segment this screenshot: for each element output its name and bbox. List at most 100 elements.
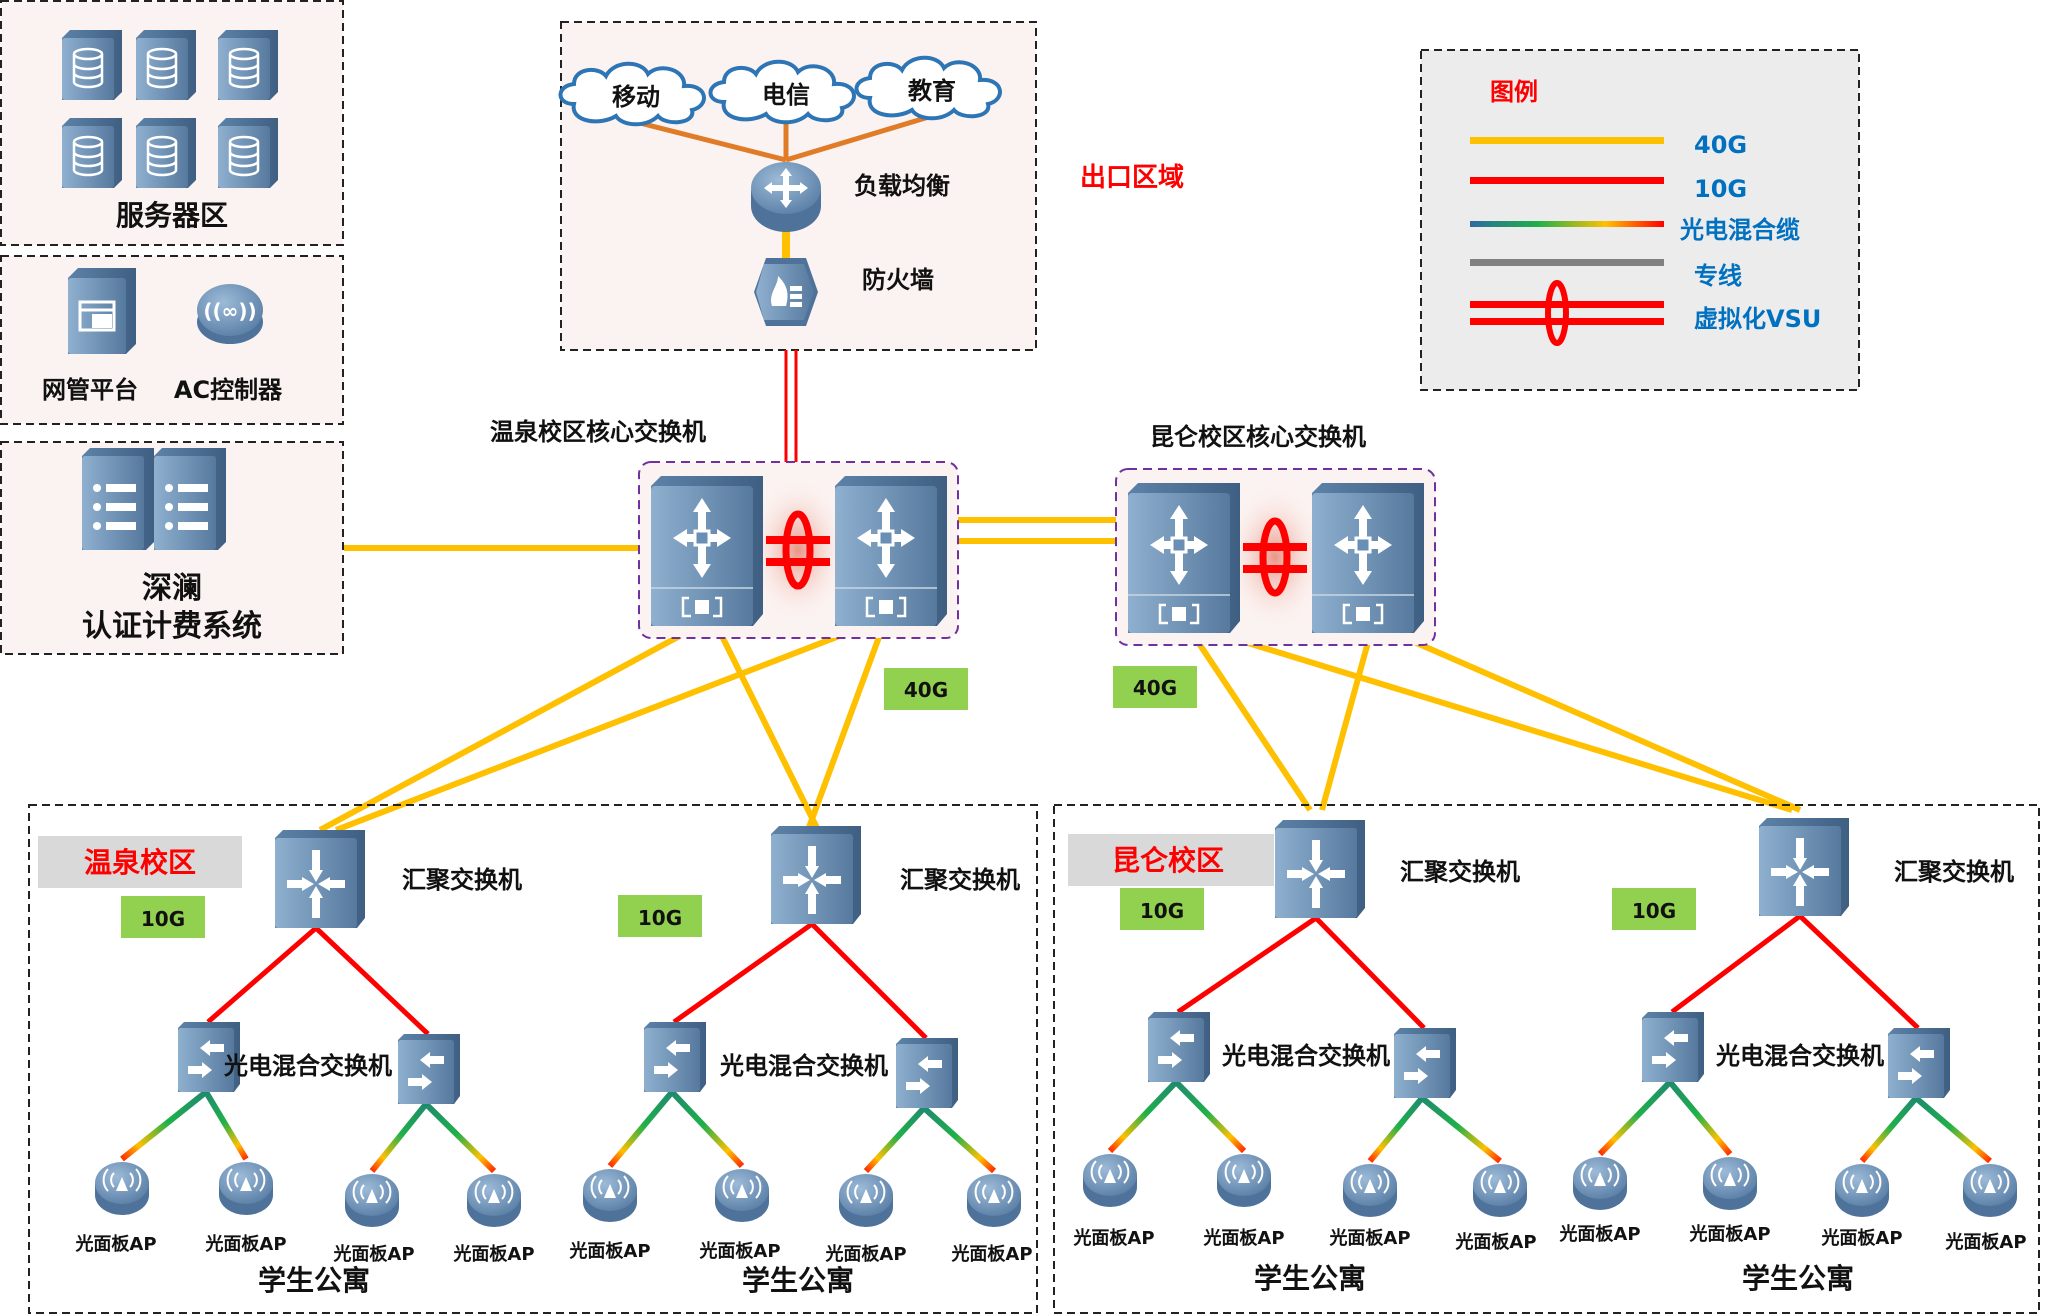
- hybrid-switch-icon: [896, 1038, 958, 1108]
- isp-cloud-icon: 教育: [854, 55, 1002, 121]
- database-server-icon: [218, 30, 278, 100]
- core-interconnect-link: [958, 517, 1116, 544]
- isp-cloud-icon: 移动: [558, 61, 706, 127]
- hybrid-cable-link: [1914, 1095, 1992, 1164]
- access-point-icon: [1573, 1157, 1627, 1210]
- server-zone-label: 服务器区: [116, 199, 228, 232]
- access-point-label: 光面板AP: [1558, 1223, 1640, 1245]
- core-badge-left: [884, 668, 968, 710]
- isp-label: 电信: [762, 81, 810, 109]
- hybrid-switch-label: 光电混合交换机: [223, 1052, 392, 1080]
- access-point-icon: [1703, 1157, 1757, 1210]
- ac-controller-label: AC控制器: [174, 376, 283, 404]
- legend-title: 图例: [1490, 78, 1538, 106]
- hybrid-cable-link: [921, 1105, 997, 1174]
- access-point-label: 光面板AP: [1820, 1227, 1902, 1249]
- kunlun-core-switch-group: [1115, 468, 1436, 646]
- access-point-label: 光面板AP: [452, 1243, 534, 1265]
- link-speed-badge: [618, 895, 702, 937]
- management-zone: ((∞)) 网管平台 AC控制器: [0, 255, 344, 425]
- wenquan-region-label: 温泉校区: [84, 846, 196, 879]
- dormitory-label: 学生公寓: [258, 1264, 370, 1297]
- kunlun-core-label: 昆仑校区核心交换机: [1150, 423, 1366, 451]
- core-switch-icon: [835, 476, 947, 626]
- link-10g: [810, 922, 928, 1040]
- hybrid-cable-link: [1597, 1079, 1673, 1157]
- isp-cloud-icon: 电信: [708, 59, 856, 125]
- access-point-icon: [1343, 1164, 1397, 1217]
- load-balancer-icon: [751, 162, 821, 232]
- hybrid-cable-link: [203, 1090, 249, 1161]
- hybrid-cable-link: [607, 1090, 675, 1168]
- aggregation-switch-icon: [275, 830, 365, 928]
- hybrid-switch-label: 光电混合交换机: [1715, 1042, 1884, 1070]
- auth-system-subtitle: 认证计费系统: [82, 609, 262, 644]
- legend-swatch-10g: [1470, 177, 1664, 184]
- dormitory-label: 学生公寓: [742, 1264, 854, 1297]
- nms-server-icon: [68, 268, 136, 354]
- link-10g: [1670, 914, 1802, 1014]
- legend-swatch-hybrid-cable: [1470, 221, 1664, 227]
- wenquan-region-tag: [38, 836, 242, 888]
- access-point-icon: [839, 1174, 893, 1227]
- firewall-icon: [754, 258, 818, 326]
- hybrid-cable-link: [1173, 1079, 1247, 1154]
- hybrid-switch-label: 光电混合交换机: [1221, 1042, 1390, 1070]
- access-point-label: 光面板AP: [950, 1243, 1032, 1265]
- aggregation-switch-icon: [1275, 820, 1365, 918]
- hybrid-switch-icon: [1394, 1028, 1456, 1098]
- ac-controller-icon: ((∞)): [197, 284, 263, 344]
- link-10g: [206, 926, 318, 1024]
- legend-label-vsu: 虚拟化VSU: [1694, 305, 1821, 333]
- vsu-link-icon: [782, 510, 814, 590]
- access-point-icon: [95, 1162, 149, 1215]
- exit-zone: 移动电信教育 负载均衡 防火墙: [558, 21, 1037, 351]
- access-point-label: 光面板AP: [1202, 1227, 1284, 1249]
- access-point-icon: [345, 1174, 399, 1227]
- database-server-icon: [136, 30, 196, 100]
- access-point-label: 光面板AP: [1072, 1227, 1154, 1249]
- aggregation-switch-icon: [1759, 818, 1849, 916]
- isp-label: 教育: [908, 77, 956, 105]
- access-point-icon: [1473, 1164, 1527, 1217]
- dormitory-label: 学生公寓: [1742, 1262, 1854, 1295]
- exit-to-core-link: [784, 350, 798, 462]
- access-point-label: 光面板AP: [332, 1243, 414, 1265]
- link-speed-badge-label: 10G: [638, 906, 682, 930]
- aggregation-switch-label: 汇聚交换机: [900, 866, 1020, 894]
- auth-zone: 深澜 认证计费系统: [0, 441, 344, 655]
- hybrid-cable-link: [1667, 1080, 1733, 1156]
- wenquan-campus-zone: [28, 804, 1038, 1314]
- core-switch-icon: [651, 476, 763, 626]
- link-10g: [314, 926, 430, 1036]
- hybrid-cable-link: [369, 1102, 429, 1173]
- auth-server-icon: [82, 448, 226, 550]
- legend-label-leased-line: 专线: [1694, 262, 1742, 290]
- core-switch-icon: [1128, 483, 1240, 633]
- access-point-label: 光面板AP: [1454, 1231, 1536, 1253]
- isp-label: 移动: [612, 83, 660, 111]
- aggregation-switch-label: 汇聚交换机: [1894, 858, 2014, 886]
- core-badge-left-label: 40G: [904, 678, 948, 702]
- legend-label-hybrid-cable: 光电混合缆: [1679, 216, 1800, 244]
- aggregation-switch-icon: [771, 826, 861, 924]
- isp-link-edu: [785, 113, 933, 163]
- core-switch-icon: [1312, 483, 1424, 633]
- hybrid-cable-link: [1859, 1096, 1919, 1163]
- access-point-icon: [583, 1169, 637, 1222]
- link-10g: [1798, 914, 1920, 1030]
- link-10g: [1176, 915, 1318, 1015]
- access-point-icon: [1083, 1154, 1137, 1207]
- legend-swatch-vsu: [1470, 280, 1664, 346]
- hybrid-switch-icon: [398, 1034, 460, 1104]
- link-speed-badge-label: 10G: [1140, 899, 1184, 923]
- access-point-icon: [715, 1169, 769, 1222]
- link-speed-badge: [1612, 888, 1696, 930]
- core-badge-right-label: 40G: [1133, 676, 1177, 700]
- hybrid-cable-link: [1420, 1095, 1502, 1164]
- hybrid-cable-link: [120, 1089, 208, 1162]
